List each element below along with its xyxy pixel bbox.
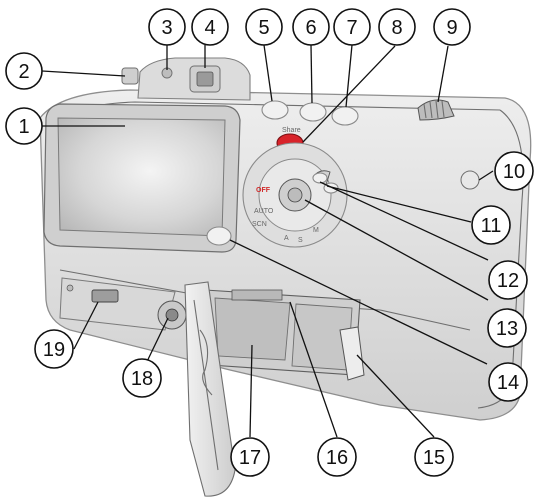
leader-lines: [41, 44, 494, 438]
battery-latch[interactable]: [339, 326, 365, 381]
share-label: Share: [282, 127, 301, 134]
callout-2: 2: [5, 52, 43, 90]
callout-number: 5: [258, 17, 269, 39]
mode-m-label: M: [313, 227, 319, 234]
button-7[interactable]: [331, 106, 359, 126]
mode-dial[interactable]: OFF AUTO SCN A S M: [242, 142, 348, 248]
mode-auto-label: AUTO: [254, 208, 274, 215]
strap-post-right: [460, 170, 480, 190]
callout-5: 5: [245, 8, 283, 46]
callout-number: 10: [503, 161, 525, 183]
callout-11: 11: [471, 205, 511, 245]
callout-7: 7: [333, 8, 371, 46]
callout-number: 3: [161, 17, 172, 39]
callout-number: 7: [346, 17, 357, 39]
mode-a-label: A: [284, 235, 289, 242]
callout-13: 13: [487, 308, 527, 348]
tripod-socket: [157, 300, 187, 330]
callout-number: 4: [204, 17, 215, 39]
mode-scn-label: SCN: [252, 221, 267, 228]
mode-off-label: OFF: [256, 187, 271, 194]
callout-19: 19: [34, 329, 74, 369]
callout-9: 9: [433, 8, 471, 46]
callout-3: 3: [148, 8, 186, 46]
callout-number: 2: [18, 61, 29, 83]
button-5[interactable]: [261, 100, 289, 120]
callout-10: 10: [494, 151, 534, 191]
callout-number: 9: [446, 17, 457, 39]
callout-number: 15: [423, 447, 445, 469]
callout-6: 6: [292, 8, 330, 46]
callout-15: 15: [414, 437, 454, 477]
top-buttons: [261, 100, 359, 126]
callout-16: 16: [317, 437, 357, 477]
callout-number: 16: [326, 447, 348, 469]
lcd-screen: [43, 103, 241, 253]
callout-18: 18: [122, 358, 162, 398]
callout-1: 1: [5, 107, 43, 145]
viewfinder: [137, 57, 251, 101]
callout-number: 13: [496, 318, 518, 340]
callout-8: 8: [378, 8, 416, 46]
callout-14: 14: [488, 362, 528, 402]
button-6[interactable]: [299, 102, 327, 122]
callout-4: 4: [191, 8, 229, 46]
button-14[interactable]: [206, 226, 232, 246]
mode-s-label: S: [298, 237, 303, 244]
callout-number: 17: [239, 447, 261, 469]
callout-12: 12: [488, 260, 528, 300]
callout-number: 19: [43, 339, 65, 361]
callout-number: 6: [305, 17, 316, 39]
dock-connector: [59, 277, 176, 331]
callout-number: 14: [497, 372, 519, 394]
callout-number: 12: [497, 270, 519, 292]
callout-number: 11: [481, 215, 502, 237]
callout-number: 1: [18, 116, 29, 138]
battery-compartment: [204, 289, 361, 376]
callout-number: 18: [131, 368, 153, 390]
battery-door[interactable]: [184, 281, 236, 497]
zoom-wheel[interactable]: [417, 99, 455, 121]
button-11a[interactable]: [312, 172, 328, 184]
callout-number: 8: [391, 17, 402, 39]
callout-17: 17: [230, 437, 270, 477]
